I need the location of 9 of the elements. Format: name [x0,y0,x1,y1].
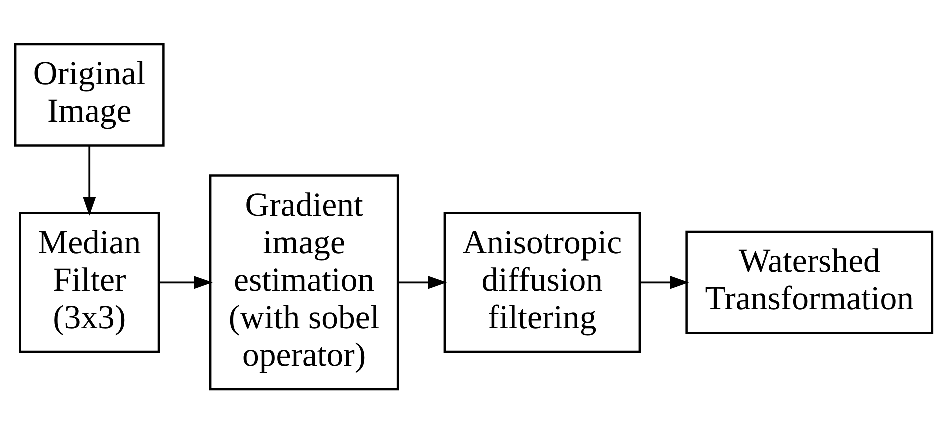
arrow [398,276,448,290]
arrow [159,276,213,290]
arrow [83,146,96,216]
node-box: Watershed Transformation [686,230,934,334]
node-box: Gradient image estimation (with sobel operator) [209,174,400,391]
node-box: Anisotropic diffusion filtering [444,212,642,354]
node-box: Original Image [14,43,165,147]
node-box: Median Filter (3x3) [19,212,160,354]
arrow [640,276,690,290]
